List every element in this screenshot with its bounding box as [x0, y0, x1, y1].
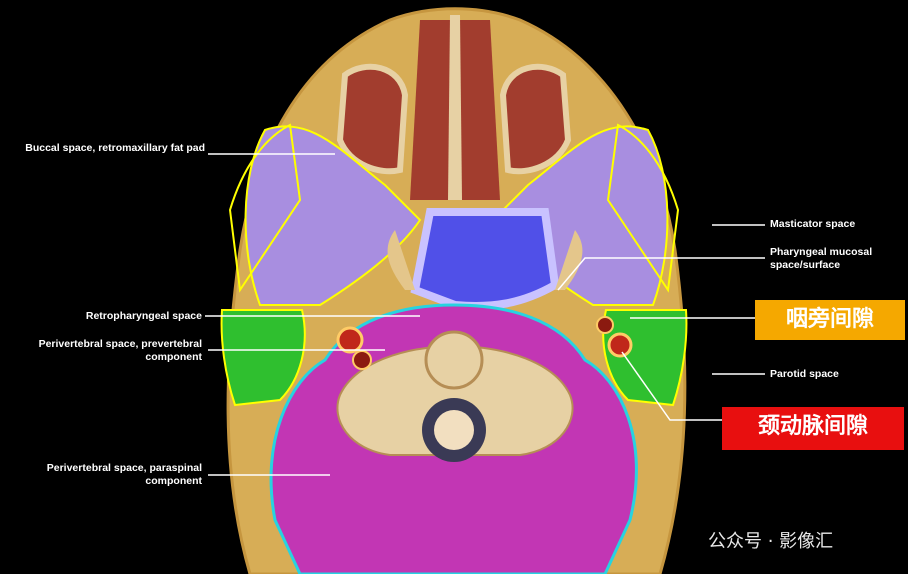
maxillary-sinus-left — [336, 63, 409, 175]
parotid-space-left — [220, 309, 306, 407]
spinal-cord — [434, 410, 474, 450]
label-perivertebral-paraspinal: Perivertebral space, paraspinal componen… — [46, 462, 202, 487]
label-retropharyngeal-space: Retropharyngeal space — [85, 310, 202, 322]
buccal-outline-right — [606, 123, 680, 293]
label-buccal-space: Buccal space, retromaxillary fat pad — [25, 142, 205, 154]
buccal-outline-left — [228, 123, 302, 293]
masticator-space-left — [244, 125, 422, 306]
pharyngeal-mucosal-space — [410, 208, 560, 310]
leader-pharyngeal — [557, 257, 765, 291]
callout-carotid-space: 颈动脉间隙 — [722, 407, 904, 450]
carotid-left-b — [352, 350, 372, 370]
watermark: 公众号 · 影像汇 — [708, 531, 834, 552]
leader-carotid — [621, 351, 725, 421]
nasal-septum — [448, 15, 462, 200]
carotid-right-b — [596, 316, 614, 334]
label-pharyngeal-mucosal-space: Pharyngeal mucosal space/surface — [770, 246, 873, 271]
odontoid — [424, 330, 484, 390]
label-parotid-space: Parotid space — [770, 368, 839, 380]
label-masticator-space: Masticator space — [770, 218, 856, 230]
carotid-left-a — [336, 326, 364, 354]
parapharyngeal-space-left — [387, 230, 415, 290]
callout-parapharyngeal-space: 咽旁间隙 — [755, 300, 905, 340]
parapharyngeal-space-right — [555, 230, 583, 290]
label-perivertebral-prevertebral: Perivertebral space, prevertebral compon… — [38, 338, 202, 363]
carotid-right-a — [607, 332, 633, 358]
maxillary-sinus-right — [499, 63, 572, 175]
